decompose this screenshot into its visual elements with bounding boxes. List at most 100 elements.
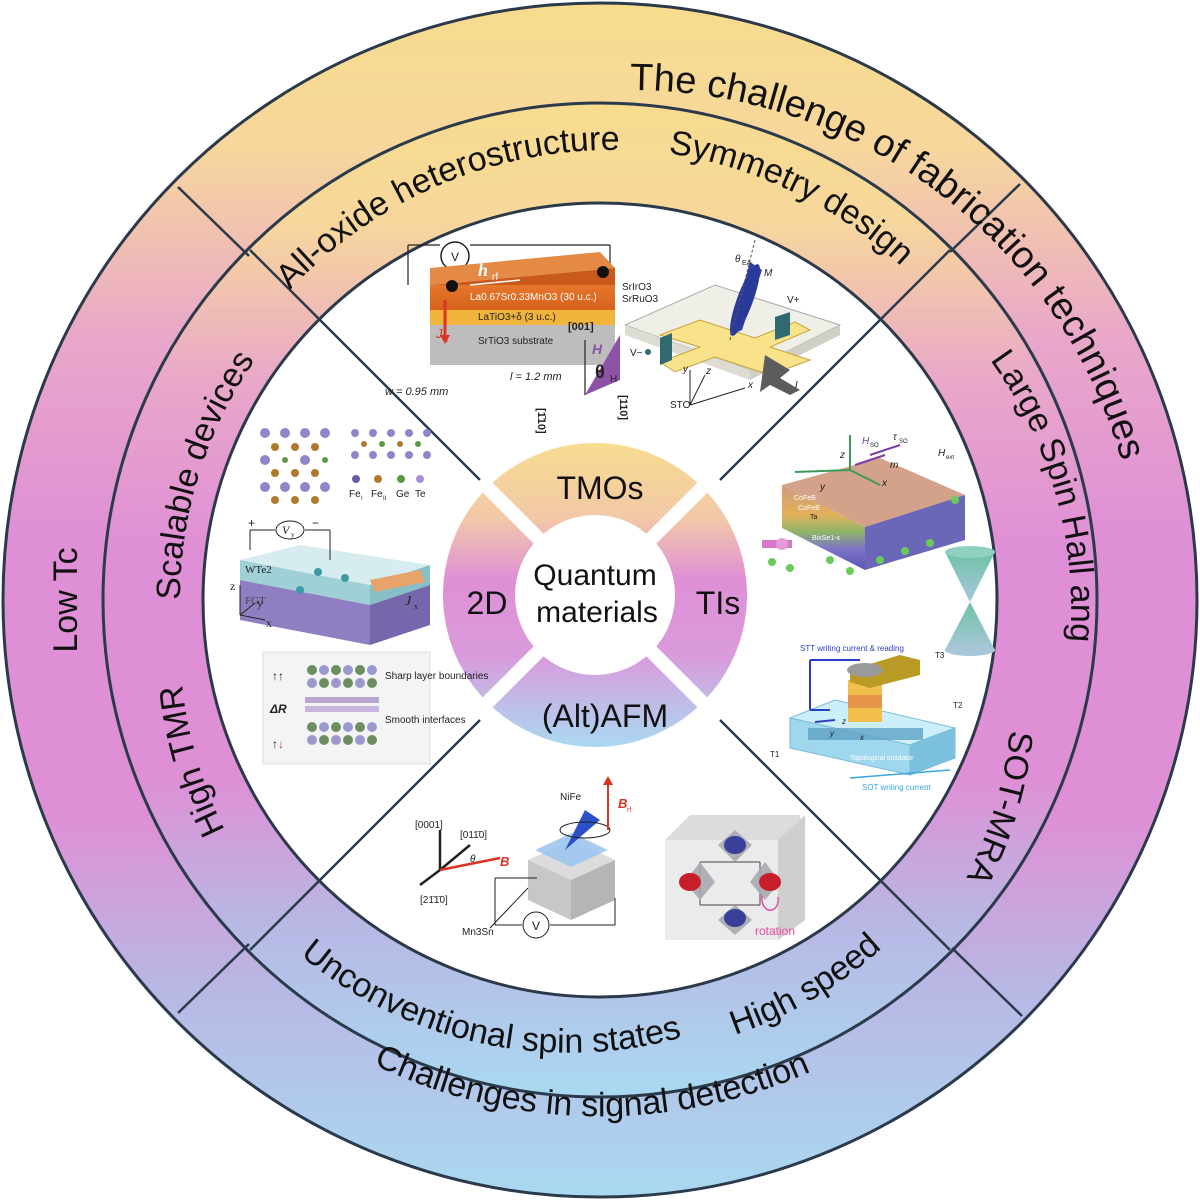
svg-text:Te: Te — [415, 489, 426, 500]
svg-text:SrTiO3 substrate: SrTiO3 substrate — [478, 336, 554, 347]
svg-text:V+: V+ — [787, 295, 800, 306]
core-label-line1: Quantum — [533, 559, 656, 592]
wte2-fgt-figure: V y + − WTe2 FGT J x z y x — [230, 516, 430, 645]
svg-text:Smooth interfaces: Smooth interfaces — [385, 715, 466, 726]
segment-2d: 2D — [467, 585, 508, 621]
outer-divider-se — [951, 947, 1023, 1017]
svg-text:T3: T3 — [935, 651, 945, 660]
svg-text:x: x — [414, 602, 418, 611]
mn3sn-figure: [0001] [011̄0] [21̄1̄0] θ B NiFe B rf Mn… — [415, 776, 631, 939]
svg-text:H: H — [862, 436, 870, 447]
svg-text:h: h — [478, 260, 488, 280]
divider-ne — [719, 249, 951, 481]
svg-text:La0.67Sr0.33MnO3 (30 u.c.): La0.67Sr0.33MnO3 (30 u.c.) — [470, 292, 597, 303]
dirac-cone-icon — [945, 546, 995, 656]
divider-se — [719, 719, 951, 951]
svg-text:V: V — [451, 250, 459, 264]
svg-text:Fe: Fe — [371, 489, 383, 500]
svg-text:l = 1.2 mm: l = 1.2 mm — [510, 371, 562, 383]
svg-text:+: + — [248, 516, 255, 530]
svg-text:rf: rf — [492, 272, 498, 283]
svg-text:EA: EA — [742, 260, 752, 267]
svg-text:J: J — [405, 594, 412, 609]
svg-text:rf: rf — [627, 807, 631, 814]
svg-text:y: y — [682, 364, 689, 375]
svg-text:H: H — [592, 341, 603, 357]
svg-text:FGT: FGT — [245, 595, 266, 607]
svg-text:τ: τ — [893, 432, 898, 443]
svg-text:−: − — [312, 516, 319, 530]
svg-text:x: x — [266, 616, 272, 630]
svg-text:STT writing current & reading: STT writing current & reading — [800, 644, 904, 653]
tmo-heterostructure-figure: V h rf La0.67Sr0.33MnO3 (30 u.c.) LaTiO3… — [385, 241, 629, 434]
svg-text:x: x — [881, 478, 888, 489]
svg-text:B: B — [500, 854, 509, 869]
svg-text:z: z — [230, 579, 235, 593]
svg-text:[1̄10]: [1̄10] — [535, 408, 547, 434]
svg-text:w = 0.95 mm: w = 0.95 mm — [385, 386, 448, 398]
svg-text:y: y — [829, 729, 835, 738]
svg-text:Ge: Ge — [396, 489, 410, 500]
outer-divider-ne — [949, 183, 1021, 253]
core-label-line2: materials — [536, 596, 658, 629]
svg-text:Current: Current — [762, 529, 789, 538]
svg-text:T1: T1 — [770, 750, 780, 759]
svg-text:LaTiO3+δ (3 u.c.): LaTiO3+δ (3 u.c.) — [478, 312, 556, 323]
core-center — [515, 515, 675, 675]
svg-text:Mn3Sn: Mn3Sn — [462, 927, 494, 938]
svg-text:BixSe1-x: BixSe1-x — [812, 535, 841, 542]
svg-text:J: J — [435, 326, 443, 341]
svg-text:x: x — [859, 733, 865, 742]
segment-tmos: TMOs — [556, 470, 643, 506]
altafm-figure: rotation — [665, 815, 805, 940]
svg-text:B: B — [618, 796, 627, 811]
core-gap-nw — [475, 475, 550, 550]
svg-text:[0001]: [0001] — [415, 820, 443, 831]
svg-text:SrIrO3: SrIrO3 — [622, 282, 652, 293]
svg-text:SOT writing current: SOT writing current — [862, 783, 932, 792]
svg-text:↑↑: ↑↑ — [272, 669, 284, 683]
svg-text:II: II — [383, 496, 387, 502]
svg-text:I: I — [361, 496, 363, 502]
svg-text:s: s — [444, 335, 448, 344]
svg-text:SrRuO3: SrRuO3 — [622, 294, 659, 305]
sot-mram-figure: STT writing current & reading T3 T2 T1 T… — [770, 644, 963, 792]
svg-text:V−: V− — [630, 348, 643, 359]
segment-tis: TIs — [696, 585, 740, 621]
voltmeter-icon — [522, 911, 550, 939]
svg-text:θ: θ — [595, 362, 605, 382]
divider-sw — [249, 719, 481, 951]
svg-text:ΔR: ΔR — [269, 702, 287, 716]
outer-divider-nw — [177, 186, 250, 257]
svg-text:[001]: [001] — [568, 321, 594, 333]
svg-text:[21̄1̄0]: [21̄1̄0] — [420, 895, 448, 906]
svg-text:SO: SO — [870, 443, 879, 449]
svg-text:Sharp layer boundaries: Sharp layer boundaries — [385, 671, 488, 682]
svg-text:I: I — [795, 380, 798, 391]
svg-text:V: V — [532, 919, 540, 933]
svg-text:Topological insulator: Topological insulator — [850, 755, 914, 762]
svg-text:H: H — [938, 448, 946, 459]
svg-text:V: V — [282, 523, 291, 537]
svg-text:rotation: rotation — [755, 924, 795, 938]
core-gap-se — [640, 640, 715, 715]
svg-text:z: z — [839, 450, 845, 461]
svg-text:CoFeB: CoFeB — [794, 495, 816, 502]
svg-text:m: m — [890, 460, 898, 471]
svg-text:Fe: Fe — [349, 489, 361, 500]
svg-text:y: y — [819, 482, 826, 493]
svg-text:[110]: [110] — [617, 395, 629, 420]
segment-altafm: (Alt)AFM — [542, 698, 668, 734]
svg-text:y: y — [291, 531, 295, 539]
svg-text:NiFe: NiFe — [560, 792, 582, 803]
svg-text:WTe2: WTe2 — [245, 564, 272, 576]
tmr-figure: ↑↑ ΔR ↑↓ Sharp layer boundaries Smooth i… — [262, 651, 488, 765]
svg-text:CoFeB: CoFeB — [798, 505, 820, 512]
outer-label-low-tc: Low Tc — [47, 547, 85, 652]
symmetry-design-figure: SrIrO3 SrRuO3 θ EA M V+ V− STO x y z I — [622, 239, 842, 411]
svg-text:↑↓: ↑↓ — [272, 737, 284, 751]
svg-text:M: M — [764, 268, 773, 279]
core-gap-ne — [640, 475, 715, 550]
svg-text:SO: SO — [899, 439, 908, 445]
svg-text:z: z — [705, 366, 711, 377]
